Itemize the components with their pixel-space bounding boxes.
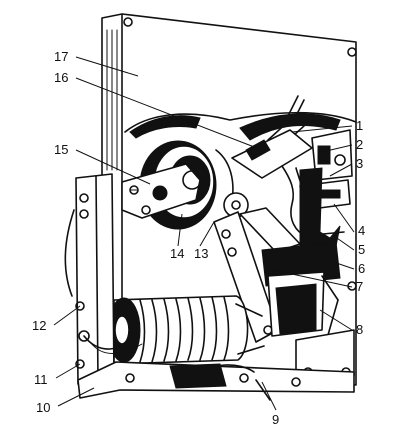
callout-4: 4 bbox=[358, 223, 365, 238]
callout-8: 8 bbox=[356, 322, 363, 337]
callout-2: 2 bbox=[356, 137, 363, 152]
callout-5: 5 bbox=[358, 242, 365, 257]
leader-4 bbox=[333, 203, 355, 233]
callout-13: 13 bbox=[194, 246, 208, 261]
callout-12: 12 bbox=[32, 318, 46, 333]
base-plate bbox=[77, 361, 355, 401]
solenoid-coil bbox=[107, 295, 265, 365]
callout-labels: 1 2 3 4 5 6 7 8 9 10 11 12 13 14 15 16 1… bbox=[32, 49, 365, 427]
leader-12 bbox=[53, 305, 81, 326]
callout-15: 15 bbox=[54, 142, 68, 157]
callout-10: 10 bbox=[36, 400, 50, 415]
leader-6 bbox=[303, 251, 355, 270]
crank-link bbox=[213, 192, 301, 343]
leader-15 bbox=[75, 149, 151, 185]
leader-8 bbox=[319, 309, 353, 331]
leader-16 bbox=[75, 77, 263, 151]
callout-6: 6 bbox=[358, 261, 365, 276]
leader-5 bbox=[333, 235, 355, 251]
callout-17: 17 bbox=[54, 49, 68, 64]
leader-7 bbox=[263, 267, 353, 288]
callout-16: 16 bbox=[54, 70, 68, 85]
leader-lines bbox=[53, 56, 355, 411]
callout-11: 11 bbox=[34, 372, 48, 387]
lever-plate bbox=[121, 163, 202, 219]
callout-9: 9 bbox=[272, 412, 279, 427]
leader-3 bbox=[329, 163, 353, 177]
leader-10 bbox=[57, 387, 95, 407]
callout-14: 14 bbox=[170, 246, 184, 261]
leader-17 bbox=[75, 56, 139, 77]
leader-1 bbox=[291, 125, 353, 133]
armature-core bbox=[261, 241, 355, 383]
callout-7: 7 bbox=[356, 279, 363, 294]
leader-9 bbox=[261, 381, 277, 411]
spring-linkage bbox=[281, 165, 351, 251]
leader-11 bbox=[55, 363, 81, 379]
callout-3: 3 bbox=[356, 156, 363, 171]
leader-13 bbox=[199, 221, 215, 247]
callout-1: 1 bbox=[356, 118, 363, 133]
leader-14 bbox=[177, 213, 183, 247]
leader-2 bbox=[321, 144, 353, 153]
